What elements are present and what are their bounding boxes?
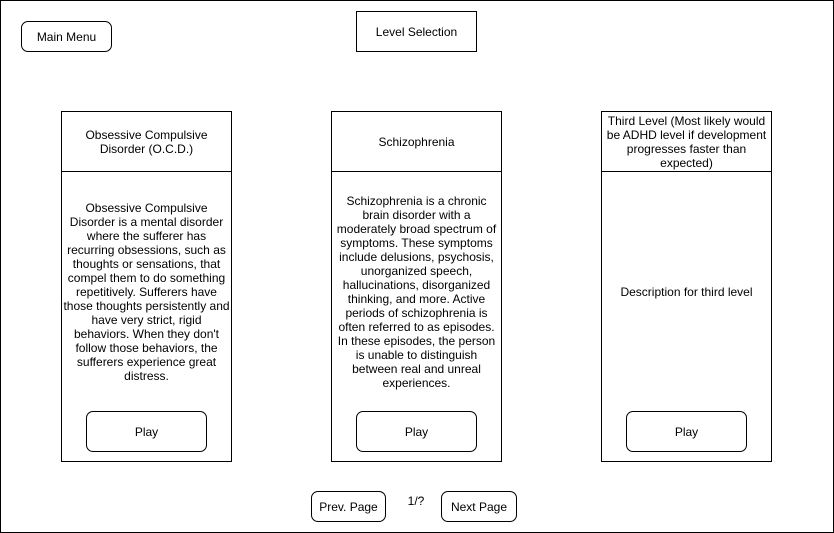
next-page-button[interactable]: Next Page [441,491,517,522]
level-title: Schizophrenia [332,112,501,172]
level-description: Schizophrenia is a chronic brain disorde… [336,194,497,390]
level-title: Obsessive Compulsive Disorder (O.C.D.) [62,112,231,172]
level-card-schizophrenia: Schizophrenia Schizophrenia is a chronic… [331,111,502,462]
level-card-third: Third Level (Most likely would be ADHD l… [601,111,772,462]
page-indicator: 1/? [407,494,425,508]
main-menu-button[interactable]: Main Menu [21,21,112,52]
prev-page-button[interactable]: Prev. Page [311,491,386,522]
level-description: Obsessive Compulsive Disorder is a menta… [63,201,230,383]
play-button-ocd[interactable]: Play [86,411,207,452]
page-title: Level Selection [356,11,477,52]
level-description: Description for third level [620,285,753,299]
level-title: Third Level (Most likely would be ADHD l… [602,112,771,172]
level-card-ocd: Obsessive Compulsive Disorder (O.C.D.) O… [61,111,232,462]
play-button-third[interactable]: Play [626,411,747,452]
play-button-schizophrenia[interactable]: Play [356,411,477,452]
